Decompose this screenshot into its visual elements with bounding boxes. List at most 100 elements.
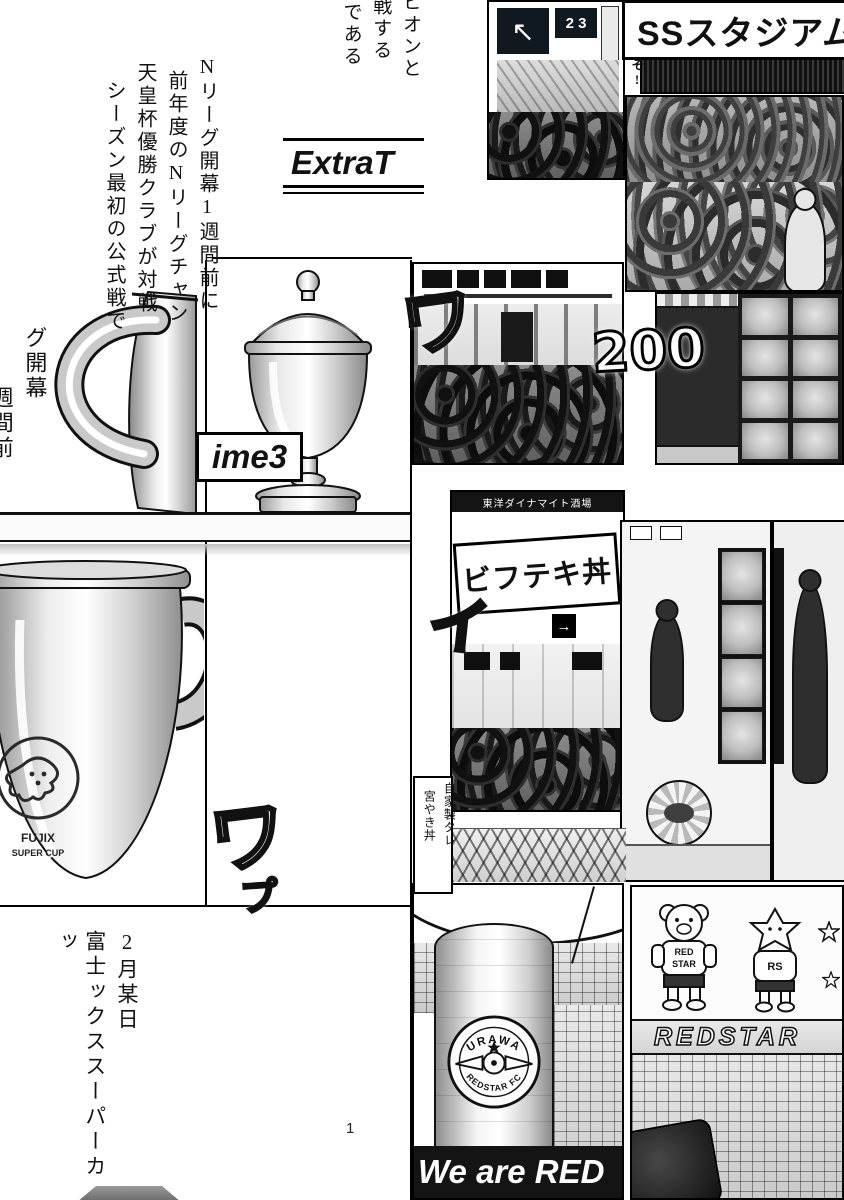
caption-date-event: 2月某日 富士ックススーパーカッ — [48, 930, 145, 1196]
mascot-star-illustration: RS — [748, 907, 802, 1013]
panel-steak-corridor: 東洋ダイナマイト酒場 ビフテキ丼 → — [450, 490, 625, 812]
customer-figure — [652, 616, 682, 720]
food-banner: 自家製タレ 宮やき丼 — [413, 776, 456, 894]
star-decoration-icon — [822, 971, 840, 989]
corner-halftone — [79, 1186, 179, 1200]
panel-foodstall — [655, 292, 844, 465]
panel-concourse — [412, 262, 624, 465]
we-are-red-band: We are RED — [414, 1146, 622, 1198]
ceiling-sign — [484, 270, 506, 288]
speaker-object — [632, 1117, 724, 1198]
corridor-sign — [500, 652, 520, 670]
page-number: 1 — [346, 1120, 355, 1137]
stall-canopy — [657, 294, 739, 308]
trophy-handle-illustration — [54, 290, 198, 516]
stall-front — [657, 294, 739, 463]
panel-foodcourt — [620, 520, 772, 882]
title-box-ime3: ime3 — [196, 432, 303, 482]
pedestrian-figure — [786, 205, 824, 290]
stadium-led-board — [640, 58, 844, 94]
ceiling-sign — [546, 270, 568, 288]
sfx-i: イ — [423, 585, 496, 668]
urawa-redstar-logo: URAWA REDSTAR FC — [447, 1015, 541, 1109]
ceiling-signs — [422, 270, 614, 288]
narration-edge: グ開幕 週間前 — [0, 326, 48, 461]
panel-edge-pedestrian — [772, 520, 844, 882]
stadium-sign-text: SSスタジアム — [637, 14, 844, 53]
menu-photo — [791, 421, 839, 460]
panel-crowd-trees — [625, 95, 844, 292]
panel-rule-top — [212, 257, 412, 259]
menu-photo — [721, 657, 763, 708]
star-decoration-icon — [818, 921, 840, 943]
mascot2-jersey-text: RS — [767, 961, 782, 973]
narration-left: Nリーグ開幕1週間前に 前年度のNリーグチャン 天皇杯優勝クラブが対戦 シーズン… — [103, 56, 218, 333]
panel-mascots: RED STAR RS REDSTAR — [630, 885, 844, 1200]
escalator-sign: ↖ — [497, 8, 549, 54]
ceiling-sign — [511, 270, 541, 288]
table-shadow — [0, 544, 410, 556]
menu-photo — [721, 551, 763, 602]
menu-photo — [721, 710, 763, 761]
sfx-wa-1: ワ — [395, 274, 482, 371]
hanging-flag — [630, 526, 652, 540]
panel-caption — [0, 905, 412, 1200]
escalator-shaft — [497, 60, 619, 112]
menu-photo — [741, 297, 789, 336]
station-truss — [452, 828, 626, 882]
ceiling-sign — [422, 270, 452, 288]
menu-photo-grid — [738, 294, 842, 463]
menu-photo — [741, 380, 789, 419]
menu-photo — [741, 421, 789, 460]
ceiling-sign — [457, 270, 479, 288]
logo-star — [487, 1040, 501, 1054]
title-box-extra: ExtraT — [283, 138, 424, 194]
mascot-bear-illustration: RED STAR — [651, 904, 717, 1011]
entrance-crowd — [489, 112, 623, 178]
stall-banner-text: 東洋ダイナマイト酒場 — [482, 498, 593, 510]
sfx-pu: プ — [237, 872, 280, 921]
narration-top: ピオンと 戦する である — [340, 0, 421, 80]
gate-number-sign: 200 — [589, 315, 708, 387]
stadium-sign-small-text: そ! — [629, 58, 645, 88]
wall-poster — [601, 6, 619, 68]
foliage-texture — [627, 97, 842, 182]
caption-date: 2月某日 — [115, 930, 140, 1033]
menu-photo — [741, 338, 789, 377]
title-part2-text: ime3 — [211, 438, 288, 475]
round-sign-center — [664, 803, 694, 823]
corridor-crowd — [452, 728, 623, 810]
menu-photo — [791, 338, 839, 377]
title-underline — [283, 192, 424, 194]
direction-arrow-sign: → — [552, 614, 576, 638]
panel-stadium-building: URAWA REDSTAR FC We are RED — [412, 883, 624, 1200]
trophy-emblem-bottom-text: SUPER CUP — [12, 848, 65, 858]
ceiling-beam — [424, 294, 612, 298]
menu-photo — [791, 297, 839, 336]
stall-counter — [657, 445, 739, 463]
right-arrow-icon: → — [556, 617, 572, 635]
title-part1-text: ExtraT — [291, 144, 394, 181]
mascot-jersey-line1: RED — [674, 947, 694, 957]
redstar-wall-band: REDSTAR — [632, 1019, 842, 1055]
panel-divider — [205, 260, 207, 905]
stadium-sign: SSスタジアム — [622, 0, 844, 60]
panel-entrance: ↖ 2 3 — [487, 0, 625, 180]
round-shop-sign — [646, 780, 712, 846]
menu-board-edge — [774, 548, 784, 764]
trophy-emblem-top-text: FUJIX — [21, 831, 55, 845]
redstar-wall-text: REDSTAR — [653, 1022, 801, 1052]
caption-event: 富士ックススーパーカッ — [54, 930, 107, 1180]
floor-numbers-text: 2 3 — [565, 14, 587, 32]
concourse-crowd — [414, 365, 622, 463]
sfx-wa-2: ワ — [203, 787, 293, 888]
table-surface — [0, 512, 410, 542]
trophy-supercup-illustration: FUJIX SUPER CUP — [0, 560, 204, 880]
corridor-sign — [572, 652, 602, 670]
ticket-gates — [414, 304, 622, 366]
pedestrian-figure — [794, 586, 826, 782]
we-are-red-text: We are RED — [418, 1153, 605, 1190]
mascot-jersey-line2: STAR — [672, 959, 696, 969]
menu-photo — [791, 380, 839, 419]
